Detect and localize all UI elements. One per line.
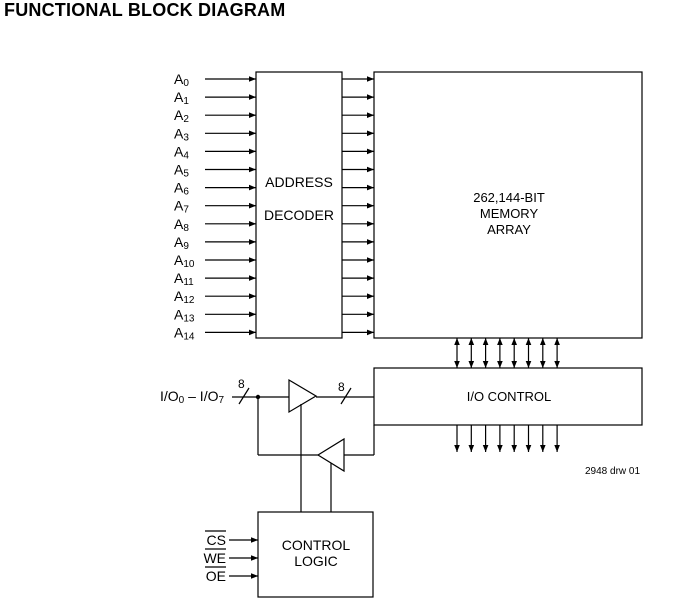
decoder-label-line1: ADDRESS	[265, 174, 333, 190]
memory-label-line2: MEMORY	[480, 206, 539, 221]
address-label: A13	[174, 306, 195, 324]
control-logic-block	[257, 511, 374, 598]
address-label: A1	[174, 89, 189, 107]
decoder-outputs	[342, 76, 374, 336]
address-label: A12	[174, 288, 195, 306]
bus-width-slash-left	[238, 387, 250, 405]
address-label: A14	[174, 324, 195, 342]
control-logic-line2: LOGIC	[294, 553, 338, 569]
diagram-title: FUNCTIONAL BLOCK DIAGRAM	[4, 0, 286, 20]
address-label: A9	[174, 234, 189, 252]
address-label: A0	[174, 71, 189, 89]
io-control-label: I/O CONTROL	[467, 389, 552, 404]
decoder-label-line2: DECODER	[264, 207, 334, 223]
address-decoder-block	[255, 71, 343, 339]
address-label: A10	[174, 252, 195, 270]
control-input-label: WE	[203, 550, 226, 566]
address-label: A7	[174, 198, 189, 216]
address-label: A11	[174, 270, 194, 288]
control-input-label: OE	[206, 568, 226, 584]
memory-io-bus	[454, 338, 560, 368]
memory-label-line3: ARRAY	[487, 222, 531, 237]
address-label: A5	[174, 162, 189, 180]
address-label: A6	[174, 180, 189, 198]
bus-width-left: 8	[238, 377, 245, 391]
address-label: A2	[174, 107, 189, 125]
io-output-arrows	[454, 425, 560, 452]
address-label: A3	[174, 125, 189, 143]
control-input-label: CS	[207, 532, 226, 548]
control-inputs: CS WE OE	[203, 530, 258, 584]
control-logic-line1: CONTROL	[282, 537, 351, 553]
io-control-block	[373, 367, 643, 426]
address-label: A4	[174, 143, 189, 161]
drawing-reference: 2948 drw 01	[585, 466, 640, 477]
memory-array-block	[373, 71, 643, 339]
input-buffer	[288, 378, 318, 414]
address-label: A8	[174, 216, 189, 234]
bus-width-right: 8	[338, 380, 345, 394]
bus-width-slash-right	[340, 387, 352, 405]
io-bus-label: I/O0 – I/O7	[160, 388, 224, 406]
memory-label-line1: 262,144-BIT	[473, 190, 545, 205]
